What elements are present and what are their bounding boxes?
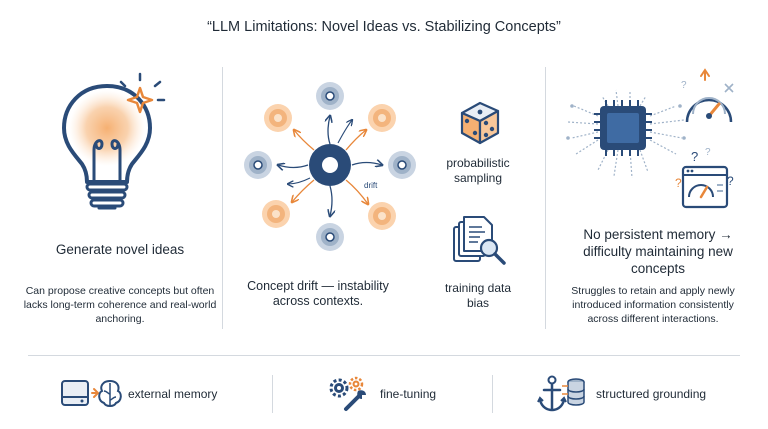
- satellite-top-right: [368, 104, 396, 132]
- svg-text:?: ?: [691, 149, 698, 164]
- svg-text:?: ?: [675, 176, 682, 190]
- footer-item-external-memory: external memory: [128, 387, 218, 401]
- footer-divider: [28, 355, 740, 356]
- satellite-right: [388, 151, 416, 179]
- satellite-left: [244, 151, 272, 179]
- satellite-bottom-right: [368, 202, 396, 230]
- left-panel-description: Can propose creative concepts but often …: [23, 285, 217, 325]
- satellite-top: [316, 82, 344, 110]
- panel-divider-left: [222, 67, 223, 329]
- right-panel-heading: No persistent memory → difficulty mainta…: [583, 227, 733, 276]
- satellite-bottom-left: [262, 200, 290, 228]
- chip-icon: [566, 89, 686, 179]
- footer-divider-1: [272, 375, 273, 413]
- browser-window-icon: ? ? ? ?: [675, 147, 734, 209]
- left-panel-heading: Generate novel ideas: [55, 242, 185, 257]
- satellite-top-left: [264, 104, 292, 132]
- page-title: “LLM Limitations: Novel Ideas vs. Stabil…: [207, 19, 561, 35]
- middle-panel-caption: Concept drift — instability across conte…: [247, 279, 389, 308]
- footer-item-fine-tuning: fine-tuning: [380, 387, 437, 401]
- satellite-bottom: [316, 223, 344, 251]
- gauge-icon: ?: [681, 68, 734, 123]
- svg-text:?: ?: [705, 147, 711, 158]
- storage-brain-icon: [61, 379, 122, 407]
- drift-label: drift: [364, 181, 378, 190]
- footer-divider-2: [492, 375, 493, 413]
- concept-drift-diagram: drift: [244, 82, 416, 251]
- lightbulb-icon: [62, 72, 166, 210]
- right-panel-description: Struggles to retain and apply newly intr…: [571, 285, 735, 325]
- factor-probabilistic-sampling: probabilistic sampling: [446, 156, 510, 185]
- gears-wrench-icon: [329, 376, 366, 411]
- svg-text:?: ?: [727, 174, 734, 188]
- factor-training-data-bias: training data bias: [444, 281, 512, 310]
- svg-text:?: ?: [681, 80, 687, 91]
- anchor-database-icon: [537, 375, 585, 412]
- panel-divider-right: [545, 67, 546, 329]
- footer-item-structured-grounding: structured grounding: [596, 387, 707, 401]
- documents-magnifier-icon: [453, 216, 506, 265]
- dice-icon: [460, 101, 500, 145]
